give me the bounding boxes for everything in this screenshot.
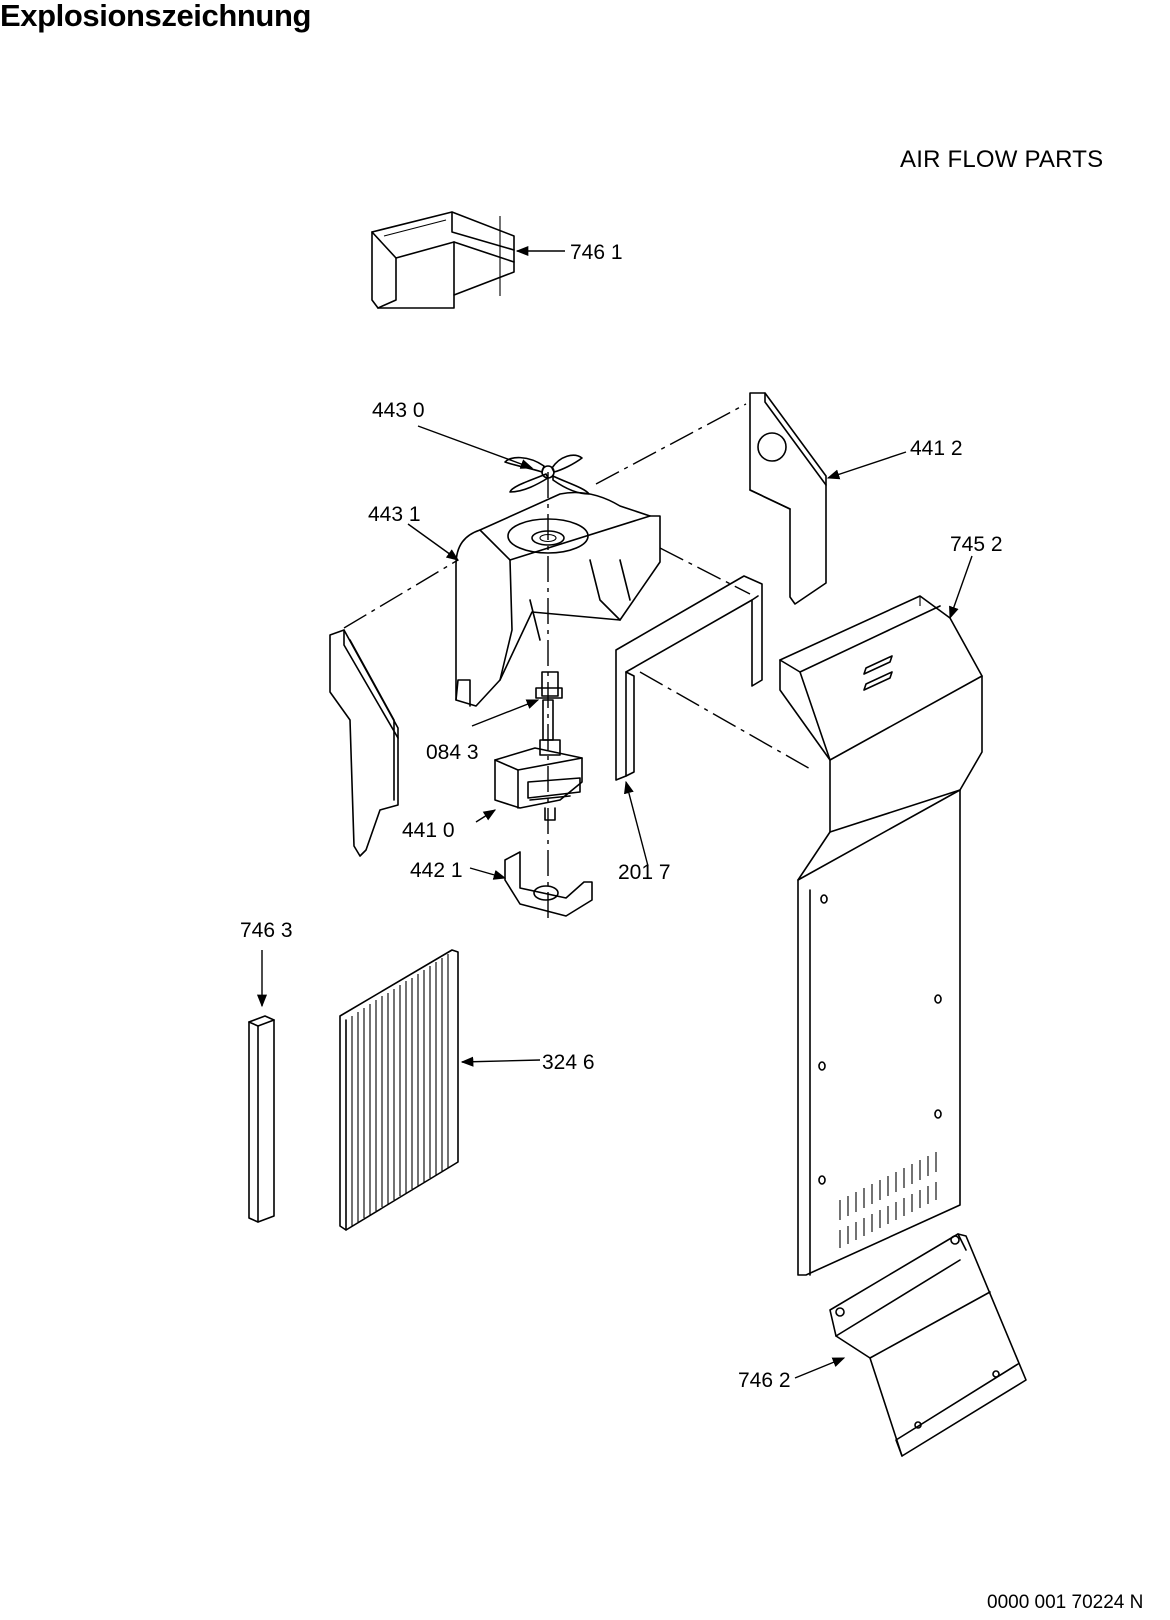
part-label-4421: 442 1 bbox=[410, 859, 463, 882]
filter-strip-part bbox=[248, 1015, 275, 1223]
part-label-2017: 201 7 bbox=[618, 861, 671, 884]
section-title: AIR FLOW PARTS bbox=[900, 146, 1104, 173]
fan-blade-part bbox=[504, 454, 590, 495]
top-bracket-part bbox=[371, 211, 515, 309]
part-label-0843: 084 3 bbox=[426, 741, 479, 764]
main-air-duct-part bbox=[779, 595, 983, 1276]
motor-bracket-part bbox=[504, 851, 593, 917]
leader-lines bbox=[256, 245, 973, 1379]
air-filter-part bbox=[339, 949, 459, 1231]
u-frame-part bbox=[615, 575, 763, 781]
part-label-7461: 746 1 bbox=[570, 241, 623, 264]
part-label-7462: 746 2 bbox=[738, 1369, 791, 1392]
part-label-4410: 441 0 bbox=[402, 819, 455, 842]
drawing-number: 0000 001 70224 N bbox=[987, 1592, 1144, 1613]
part-label-3246: 324 6 bbox=[542, 1051, 595, 1074]
left-side-panel-part bbox=[329, 629, 399, 857]
right-side-panel-part bbox=[749, 392, 827, 605]
bottom-duct-part bbox=[829, 1233, 1027, 1457]
part-label-4431: 443 1 bbox=[368, 503, 421, 526]
part-label-7452: 745 2 bbox=[950, 533, 1003, 556]
page-title: Explosionszeichnung bbox=[0, 0, 312, 33]
fan-shroud-part bbox=[455, 491, 661, 707]
part-label-7463: 746 3 bbox=[240, 919, 293, 942]
fan-motor-part bbox=[494, 671, 583, 821]
part-label-4430: 443 0 bbox=[372, 399, 425, 422]
alignment-lines bbox=[343, 403, 813, 920]
part-label-4412: 441 2 bbox=[910, 437, 963, 460]
